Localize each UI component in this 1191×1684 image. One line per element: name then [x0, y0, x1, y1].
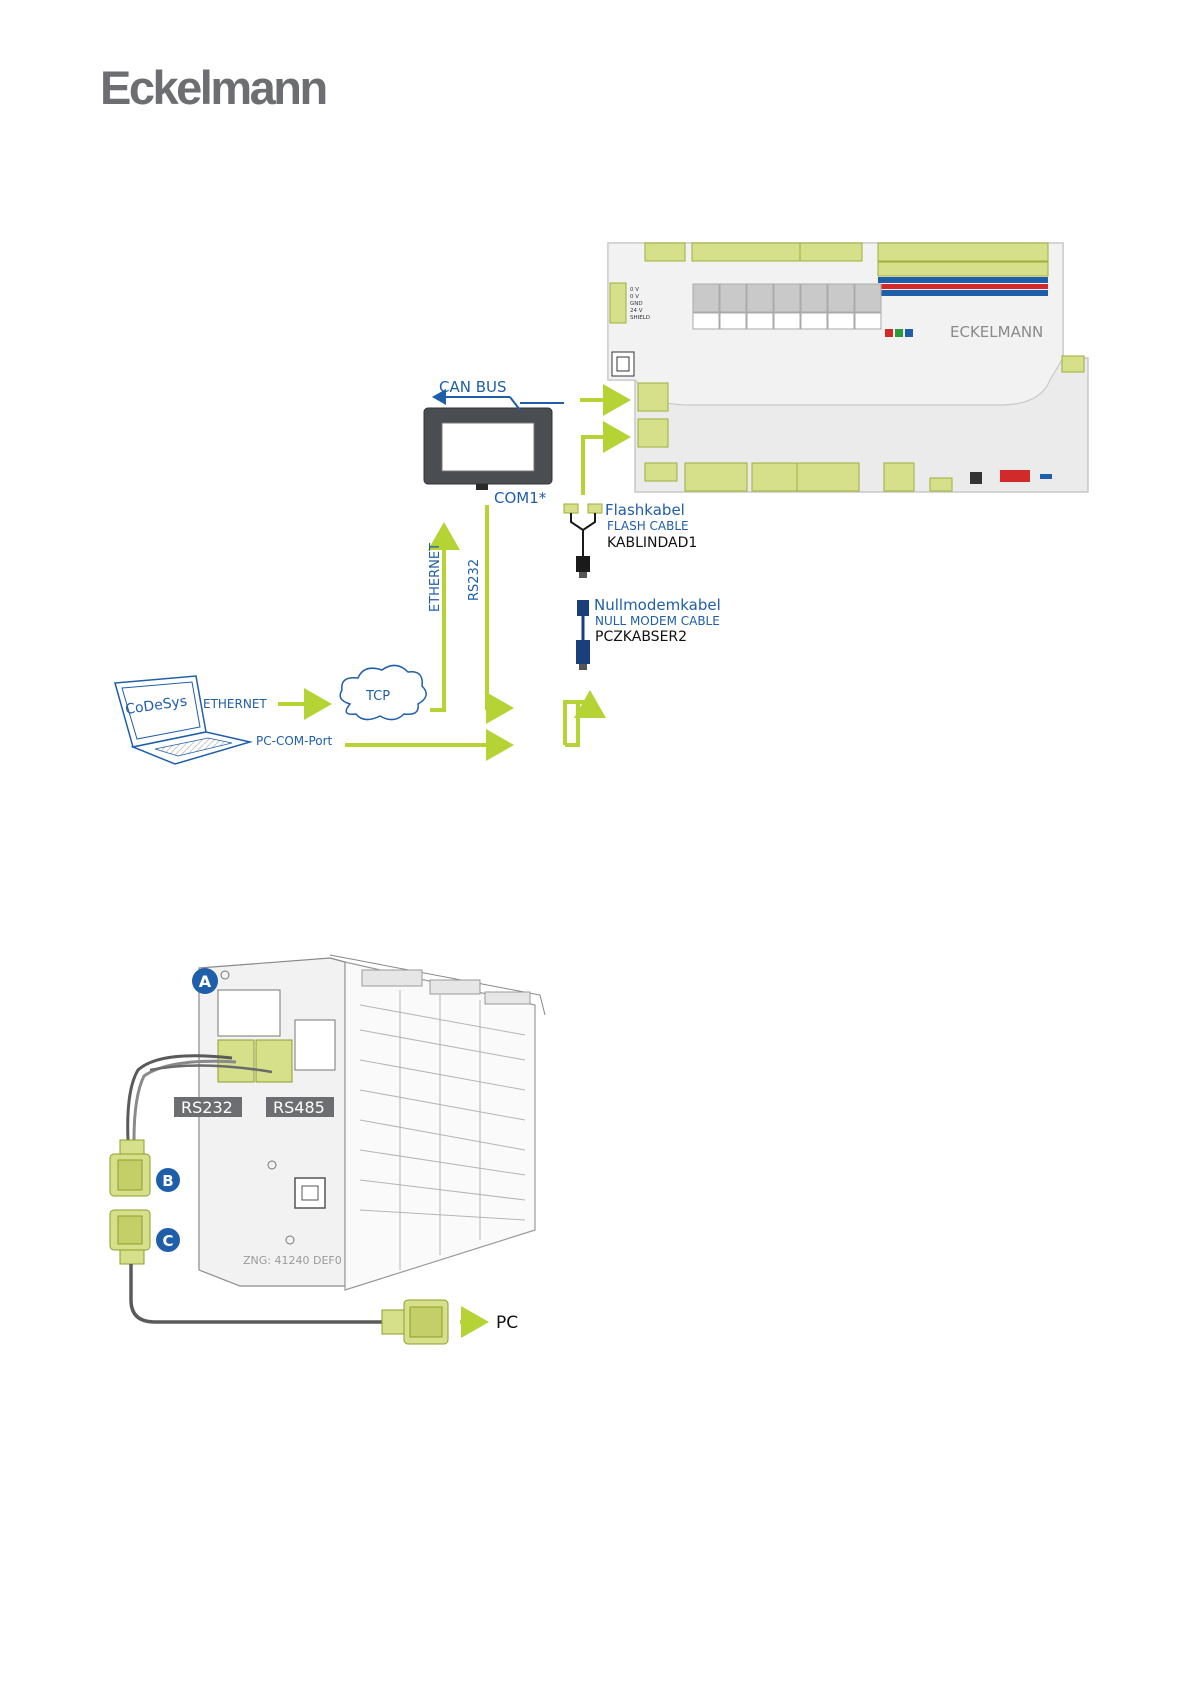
drawing-number: ZNG: 41240 DEF0	[243, 1254, 342, 1267]
display-panel	[424, 408, 552, 490]
board-arrow-2	[583, 437, 627, 495]
null-modem-cable-icon	[576, 600, 590, 670]
null-modem-de: Nullmodemkabel	[594, 596, 721, 614]
power-terminal-label: GND	[630, 301, 643, 307]
flash-cable-icon	[564, 504, 602, 578]
pc-connector-icon	[382, 1300, 448, 1344]
badge-c-label: C	[162, 1232, 173, 1250]
com1-label: COM1*	[494, 489, 547, 507]
connector-b-icon	[110, 1140, 150, 1196]
flash-cable-en: FLASH CABLE	[607, 519, 689, 533]
rs485-label: RS485	[273, 1098, 325, 1117]
tcp-label: TCP	[365, 689, 390, 704]
null-modem-part: PCZKABSER2	[595, 629, 687, 645]
laptop-icon	[115, 676, 250, 764]
flash-cable-part: KABLINDAD1	[607, 535, 697, 551]
controller-board: 0 V 0 V GND 24 V SHIELD ECKELMANN	[608, 243, 1088, 492]
laptop-ethernet-label: ETHERNET	[203, 697, 267, 711]
null-modem-en: NULL MODEM CABLE	[595, 614, 720, 628]
ethernet-vertical-label: ETHERNET	[428, 543, 443, 612]
connector-c-icon	[110, 1210, 150, 1264]
rs232-label: RS232	[181, 1098, 233, 1117]
badge-a-label: A	[199, 972, 212, 991]
rs232-down-arrow	[487, 505, 510, 708]
rs232-vertical-label: RS232	[467, 559, 482, 601]
flash-cable-de: Flashkabel	[605, 501, 685, 519]
controller-unit-drawing	[199, 955, 545, 1290]
pc-label: PC	[496, 1313, 518, 1333]
can-bus-label: CAN BUS	[439, 378, 507, 396]
badge-b-label: B	[162, 1172, 173, 1190]
power-terminal-label: 24 V	[630, 308, 643, 314]
power-terminal-label: 0 V	[630, 287, 639, 293]
board-brand: ECKELMANN	[950, 323, 1043, 341]
pc-com-port-label: PC-COM-Port	[256, 734, 333, 748]
power-terminal-label: 0 V	[630, 294, 639, 300]
power-terminal-label: SHIELD	[630, 315, 650, 321]
